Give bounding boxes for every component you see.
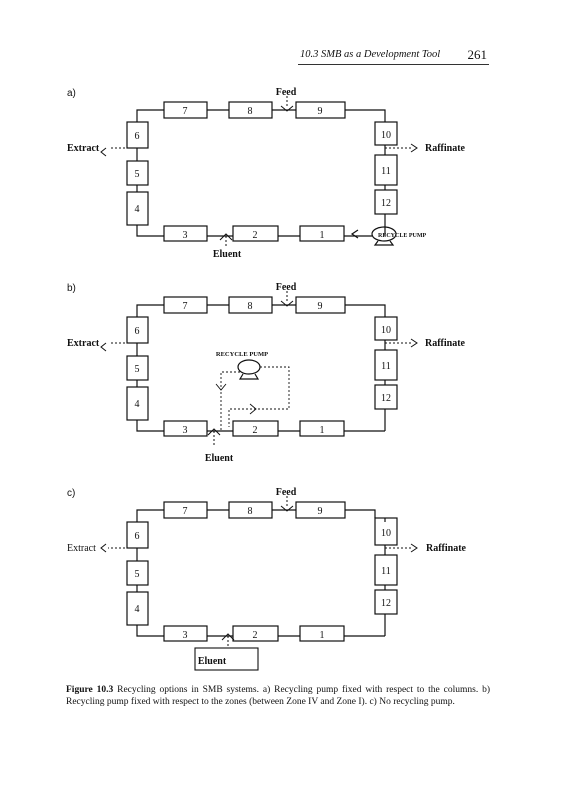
column-4-label: 4: [135, 604, 140, 615]
extract-label: Extract: [67, 143, 100, 154]
column-8-label: 8: [248, 106, 253, 117]
column-1-label: 1: [320, 425, 325, 436]
column-3-label: 3: [183, 630, 188, 641]
column-1-label: 1: [320, 230, 325, 241]
column-6-label: 6: [135, 326, 140, 337]
recycle-pump-label: RECYCLE PUMP: [378, 233, 426, 239]
column-3-label: 3: [183, 230, 188, 241]
column-7-label: 7: [183, 301, 188, 312]
running-header: 10.3 SMB as a Development Tool 261: [298, 47, 489, 67]
eluent-label: Eluent: [205, 453, 234, 464]
column-7-label: 7: [183, 106, 188, 117]
panel-b-label: b): [67, 283, 76, 294]
column-2-label: 2: [253, 425, 258, 436]
column-10-label: 10: [381, 325, 391, 336]
panel-a-label: a): [67, 88, 76, 99]
column-11-label: 11: [381, 566, 391, 577]
extract-label: Extract: [67, 543, 96, 554]
header-rule: [298, 64, 489, 65]
feed-label: Feed: [276, 487, 297, 498]
figure-caption-label: Figure 10.3: [66, 685, 114, 695]
column-5-label: 5: [135, 364, 140, 375]
column-2-label: 2: [253, 230, 258, 241]
figure-caption-text: Recycling options in SMB systems. a) Rec…: [66, 685, 490, 707]
column-12-label: 12: [381, 598, 391, 609]
feed-label: Feed: [276, 87, 297, 98]
column-9-label: 9: [318, 301, 323, 312]
column-1-label: 1: [320, 630, 325, 641]
section-title: 10.3 SMB as a Development Tool: [300, 49, 441, 60]
figure-caption: Figure 10.3 Recycling options in SMB sys…: [66, 685, 490, 708]
column-5-label: 5: [135, 569, 140, 580]
panel-c-diagram: 7 8 9 10 11 12 1 2 3 6 5 4 Feed Extract …: [67, 487, 467, 671]
column-11-label: 11: [381, 361, 391, 372]
extract-label: Extract: [67, 338, 100, 349]
column-4-label: 4: [135, 399, 140, 410]
raffinate-label: Raffinate: [425, 143, 466, 154]
column-9-label: 9: [318, 106, 323, 117]
column-9-label: 9: [318, 506, 323, 517]
column-11-label: 11: [381, 166, 391, 177]
column-2-label: 2: [253, 630, 258, 641]
column-5-label: 5: [135, 169, 140, 180]
column-4-label: 4: [135, 204, 140, 215]
column-6-label: 6: [135, 531, 140, 542]
raffinate-label: Raffinate: [426, 543, 467, 554]
panel-c-label: c): [67, 488, 76, 499]
column-12-label: 12: [381, 393, 391, 404]
panel-b-diagram: RECYCLE PUMP 7 8 9 10 11 12 1 2 3 6 5 4 …: [67, 282, 466, 464]
column-8-label: 8: [248, 506, 253, 517]
raffinate-label: Raffinate: [425, 338, 466, 349]
column-10-label: 10: [381, 130, 391, 141]
column-7-label: 7: [183, 506, 188, 517]
feed-label: Feed: [276, 282, 297, 293]
panel-a-diagram: 7 8 9 10 11 12 1 2 3 6 5 4 Feed Extract …: [67, 87, 466, 260]
recycle-pump-label: RECYCLE PUMP: [216, 351, 268, 358]
eluent-label: Eluent: [213, 249, 242, 260]
column-6-label: 6: [135, 131, 140, 142]
page-number: 261: [467, 47, 488, 62]
column-12-label: 12: [381, 198, 391, 209]
column-8-label: 8: [248, 301, 253, 312]
column-10-label: 10: [381, 528, 391, 539]
eluent-label: Eluent: [198, 656, 227, 667]
column-3-label: 3: [183, 425, 188, 436]
